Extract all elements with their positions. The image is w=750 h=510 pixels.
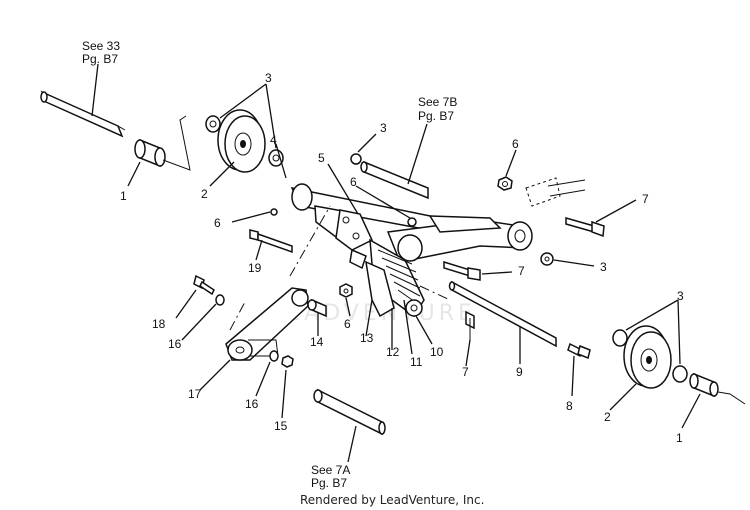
idler-wheel-2-right bbox=[612, 325, 688, 389]
screw-6-left bbox=[270, 208, 278, 216]
callout-7-lower: 7 bbox=[462, 365, 469, 379]
spacer-14 bbox=[307, 298, 327, 318]
spring-and-stop bbox=[349, 238, 425, 318]
callout-1-right: 1 bbox=[676, 431, 683, 445]
ref-see-33: See 33 bbox=[82, 39, 120, 53]
callout-4: 4 bbox=[270, 133, 277, 147]
callout-6-upper: 6 bbox=[512, 137, 519, 151]
ref-see-7b: See 7B bbox=[418, 95, 457, 109]
callout-3-lower-right: 3 bbox=[677, 289, 684, 303]
spacer-1-right bbox=[689, 372, 719, 398]
callout-17: 17 bbox=[188, 387, 202, 401]
callout-15: 15 bbox=[274, 419, 288, 433]
centerline-a bbox=[289, 205, 331, 277]
upper-shaft-7b bbox=[350, 153, 429, 200]
callout-19: 19 bbox=[248, 261, 262, 275]
lower-shaft-7a bbox=[313, 388, 386, 436]
callout-13: 13 bbox=[360, 331, 374, 345]
callouts: 1 1 2 2 3 3 3 3 4 5 6 6 6 6 7 7 7 8 9 10… bbox=[120, 71, 684, 445]
callout-6-middle: 6 bbox=[344, 317, 351, 331]
callout-12: 12 bbox=[386, 345, 400, 359]
callout-7-upper: 7 bbox=[642, 192, 649, 206]
render-credit: Rendered by LeadVenture, Inc. bbox=[300, 493, 484, 507]
callout-5: 5 bbox=[318, 151, 325, 165]
washer-3-mid bbox=[540, 252, 554, 266]
callout-18: 18 bbox=[152, 317, 166, 331]
callout-7-middle: 7 bbox=[518, 264, 525, 278]
callout-14: 14 bbox=[310, 335, 324, 349]
shaft-stub-right bbox=[717, 391, 746, 405]
callout-6-left: 6 bbox=[214, 216, 221, 230]
leader-break bbox=[162, 115, 191, 171]
callout-16-left: 16 bbox=[168, 337, 182, 351]
washer-6-arm bbox=[407, 217, 417, 227]
washer-16-left bbox=[215, 294, 225, 306]
nut-6-middle bbox=[339, 283, 353, 298]
callout-6-arm: 6 bbox=[350, 175, 357, 189]
ref-see-7b-page: Pg. B7 bbox=[418, 109, 454, 123]
bolt-7-lower bbox=[465, 310, 475, 340]
callout-1-left: 1 bbox=[120, 189, 127, 203]
bolt-19 bbox=[249, 229, 293, 254]
centerline-c bbox=[419, 285, 451, 301]
upper-left-shaft bbox=[40, 90, 126, 138]
callout-8: 8 bbox=[566, 399, 573, 413]
bolt-8 bbox=[567, 342, 591, 360]
idler-wheel-2-left bbox=[205, 109, 284, 173]
callout-3-upper-left: 3 bbox=[265, 71, 272, 85]
centerline-b bbox=[229, 299, 247, 331]
callout-2-left: 2 bbox=[201, 187, 208, 201]
callout-11: 11 bbox=[410, 355, 423, 369]
callout-3-upper: 3 bbox=[380, 121, 387, 135]
rod-9 bbox=[448, 280, 557, 348]
nut-15 bbox=[281, 355, 294, 368]
nut-6-upper bbox=[497, 176, 513, 191]
spacer-1-left bbox=[134, 138, 166, 168]
callout-10: 10 bbox=[430, 345, 444, 359]
callout-9: 9 bbox=[516, 365, 523, 379]
ref-see-7a-page: Pg. B7 bbox=[311, 476, 347, 490]
bolt-18 bbox=[193, 274, 215, 296]
ref-see-7a: See 7A bbox=[311, 463, 350, 477]
washer-16-right bbox=[269, 350, 279, 362]
leader-lines bbox=[91, 63, 701, 463]
callout-3-mid-right: 3 bbox=[600, 260, 607, 274]
callout-2-right: 2 bbox=[604, 410, 611, 424]
bolt-7-upper bbox=[565, 217, 605, 238]
ref-see-33-page: Pg. B7 bbox=[82, 52, 118, 66]
bolt-7-middle bbox=[443, 260, 481, 281]
callout-16-right: 16 bbox=[245, 397, 259, 411]
hidden-block bbox=[525, 177, 561, 207]
